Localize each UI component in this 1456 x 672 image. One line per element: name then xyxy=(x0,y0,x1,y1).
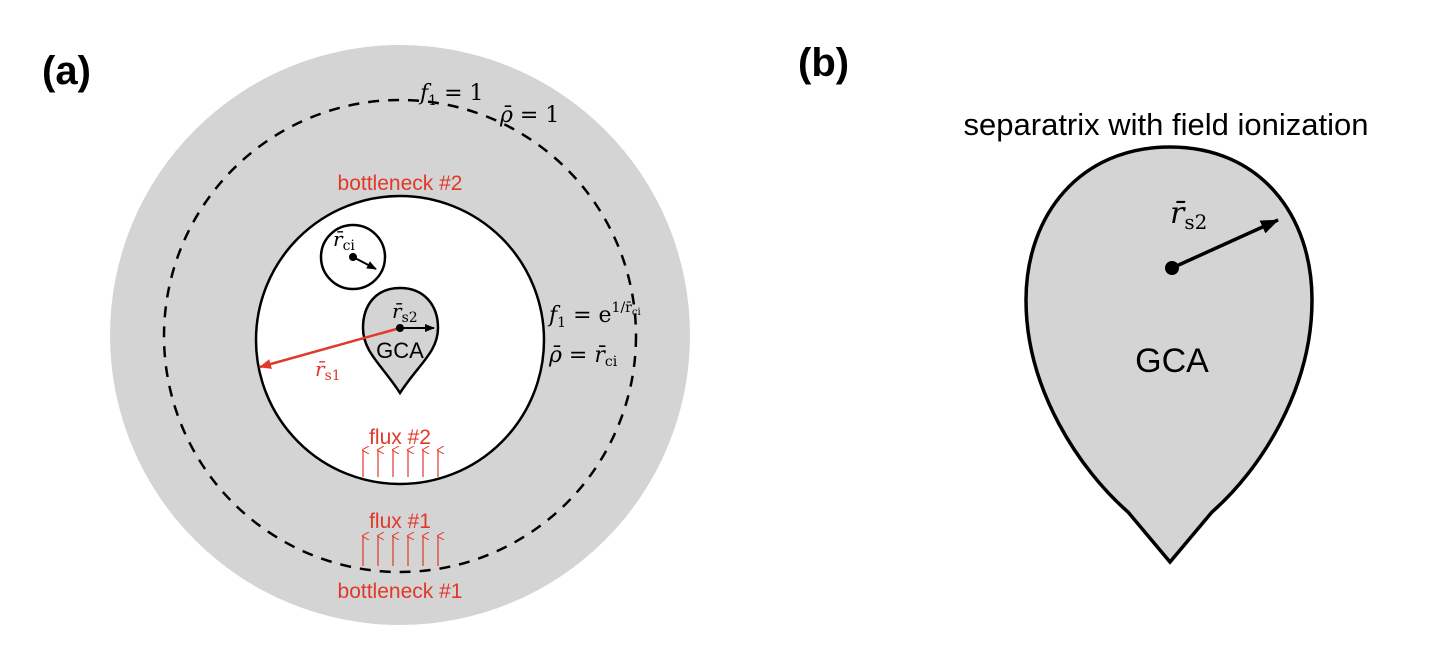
gca-label-large: GCA xyxy=(1135,342,1209,380)
gca-separatrix-large xyxy=(1024,145,1314,565)
gca-center-dot-large xyxy=(1165,261,1179,275)
outer-f1-label: f1 = 1 xyxy=(418,81,484,109)
panel-b-label: (b) xyxy=(798,41,849,85)
inner-rho-label: ρ̄ = r̄ci xyxy=(548,343,618,370)
gca-center-dot-small xyxy=(396,324,404,332)
r-s2-label-large: r̄s2 xyxy=(1170,196,1207,234)
flux-2-label: flux #2 xyxy=(369,426,431,449)
panel-a: (a) f1 = 1 ρ̄ = 1 bottleneck #2 r̄ci r̄s… xyxy=(42,45,690,625)
r-s2-label-small: r̄s2 xyxy=(392,299,418,326)
gca-separatrix-small xyxy=(361,286,440,396)
r-s1-arrow xyxy=(259,326,401,369)
gca-label-small: GCA xyxy=(376,338,424,363)
r-ci-label: r̄ci xyxy=(333,227,355,254)
bottleneck-1-label: bottleneck #1 xyxy=(338,580,463,603)
r-s2-arrow-large xyxy=(1171,218,1279,270)
panel-b: (b) separatrix with field ionization r̄s… xyxy=(798,41,1369,565)
flux-2-arrows xyxy=(363,450,438,477)
flux-1-label: flux #1 xyxy=(369,510,431,533)
dashed-boundary-circle xyxy=(162,98,638,574)
flux-1-arrows xyxy=(363,536,438,566)
panel-a-label: (a) xyxy=(42,49,91,93)
r-ci-arrow xyxy=(352,256,377,270)
panel-b-title: separatrix with field ionization xyxy=(964,107,1369,142)
bottleneck-2-label: bottleneck #2 xyxy=(338,172,463,195)
outer-rho-label: ρ̄ = 1 xyxy=(499,103,559,128)
r-s1-label: r̄s1 xyxy=(315,357,341,384)
